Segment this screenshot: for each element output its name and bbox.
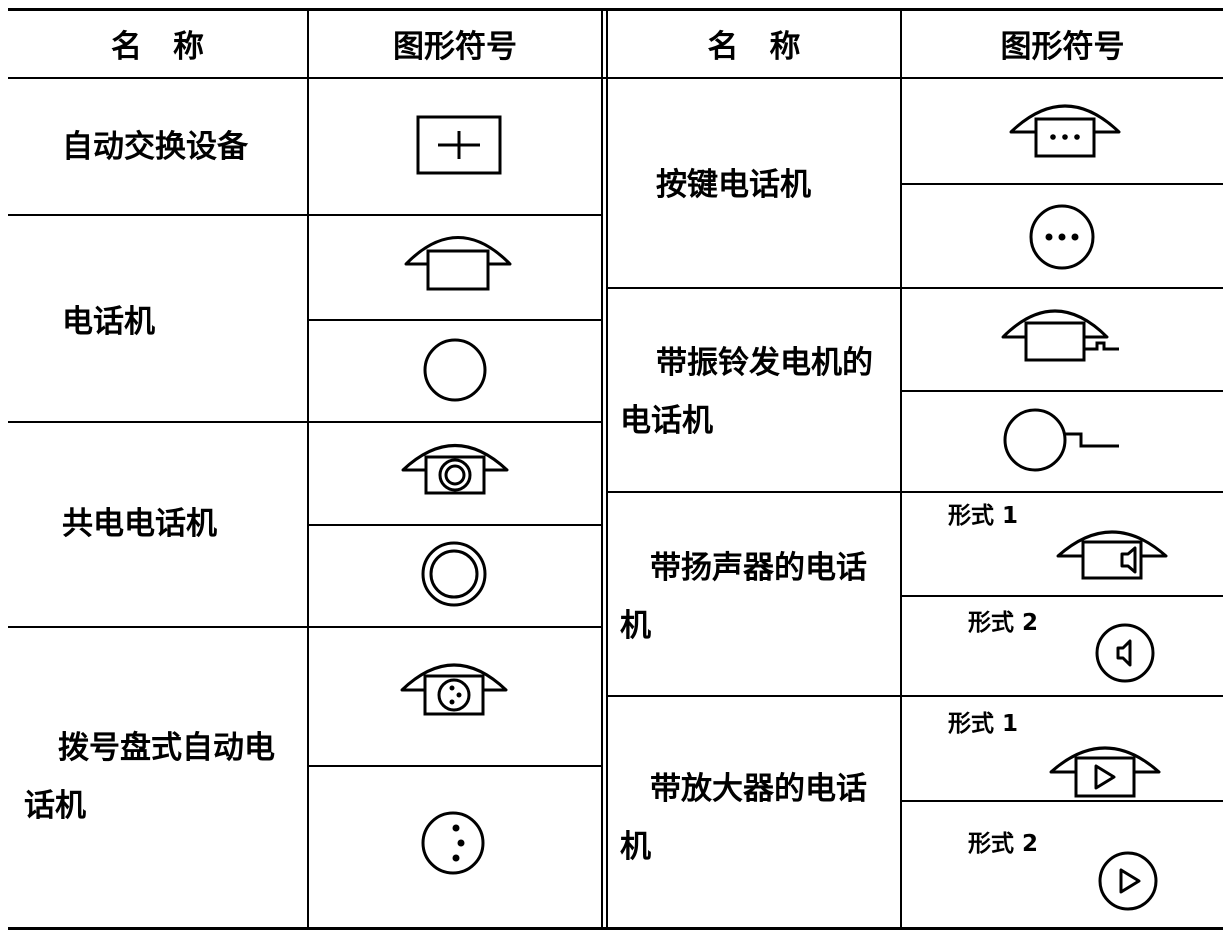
- header-bottom-border: [8, 77, 1223, 79]
- label-amplifier-form-1: 形式 1: [948, 711, 1019, 737]
- name-amplifier-phone-line1: 带放大器的电话: [650, 771, 867, 807]
- amplifier-circle-icon: [1096, 849, 1160, 913]
- circle-icon: [421, 336, 489, 404]
- header-left-name: 名 称: [111, 29, 204, 65]
- right-row-divider-1: [607, 287, 1223, 289]
- header-left-symbol: 图形符号: [393, 29, 517, 65]
- name-common-battery-phone: 共电电话机: [62, 506, 217, 542]
- name-dial-auto-phone-line1: 拨号盘式自动电: [58, 730, 275, 766]
- table-split-line-a: [601, 8, 603, 929]
- left-sub-divider-2: [308, 524, 602, 526]
- dial-phone-icon: [399, 652, 509, 718]
- right-row-divider-2: [607, 491, 1223, 493]
- name-dial-auto-phone-line2: 话机: [24, 788, 86, 824]
- magneto-phone-icon: [1000, 299, 1124, 365]
- right-sub-divider-4: [901, 800, 1223, 802]
- label-amplifier-form-2: 形式 2: [968, 831, 1039, 857]
- name-magneto-phone-line1: 带振铃发电机的: [656, 345, 873, 381]
- push-button-phone-icon: [1008, 94, 1122, 160]
- name-telephone: 电话机: [62, 304, 155, 340]
- name-auto-exchange: 自动交换设备: [62, 129, 248, 165]
- name-amplifier-phone-line2: 机: [620, 829, 651, 865]
- right-row-divider-3: [607, 695, 1223, 697]
- speaker-phone-icon: [1055, 520, 1169, 582]
- name-speaker-phone-line1: 带扬声器的电话: [650, 550, 867, 586]
- left-row-divider-2: [8, 421, 602, 423]
- name-speaker-phone-line2: 机: [620, 608, 651, 644]
- telephone-handset-icon: [403, 225, 513, 295]
- right-sub-divider-3: [901, 595, 1223, 597]
- magneto-circle-icon: [1001, 406, 1123, 474]
- name-push-button-phone: 按键电话机: [656, 167, 811, 203]
- speaker-circle-icon: [1093, 621, 1157, 685]
- right-sub-divider-1: [901, 183, 1223, 185]
- left-sub-divider-3: [308, 765, 602, 767]
- left-sub-divider-1: [308, 319, 602, 321]
- name-magneto-phone-line2: 电话机: [620, 403, 713, 439]
- exchange-plus-icon: [413, 112, 505, 178]
- table-bottom-border: [8, 927, 1223, 930]
- header-right-symbol: 图形符号: [1000, 29, 1125, 65]
- left-row-divider-3: [8, 626, 602, 628]
- amplifier-phone-icon: [1048, 736, 1162, 800]
- label-speaker-form-1: 形式 1: [948, 503, 1019, 529]
- right-table-name-divider: [900, 8, 902, 929]
- label-speaker-form-2: 形式 2: [968, 610, 1039, 636]
- table-split-line-b: [606, 8, 608, 929]
- header-right-name: 名 称: [707, 29, 801, 65]
- three-dot-circle-icon: [1027, 202, 1097, 272]
- table-top-border: [8, 8, 1223, 11]
- left-row-divider-1: [8, 214, 602, 216]
- double-circle-icon: [419, 539, 489, 609]
- right-sub-divider-2: [901, 390, 1223, 392]
- left-table-name-divider: [307, 8, 309, 929]
- dial-circle-icon: [419, 809, 487, 877]
- common-battery-phone-icon: [400, 433, 510, 497]
